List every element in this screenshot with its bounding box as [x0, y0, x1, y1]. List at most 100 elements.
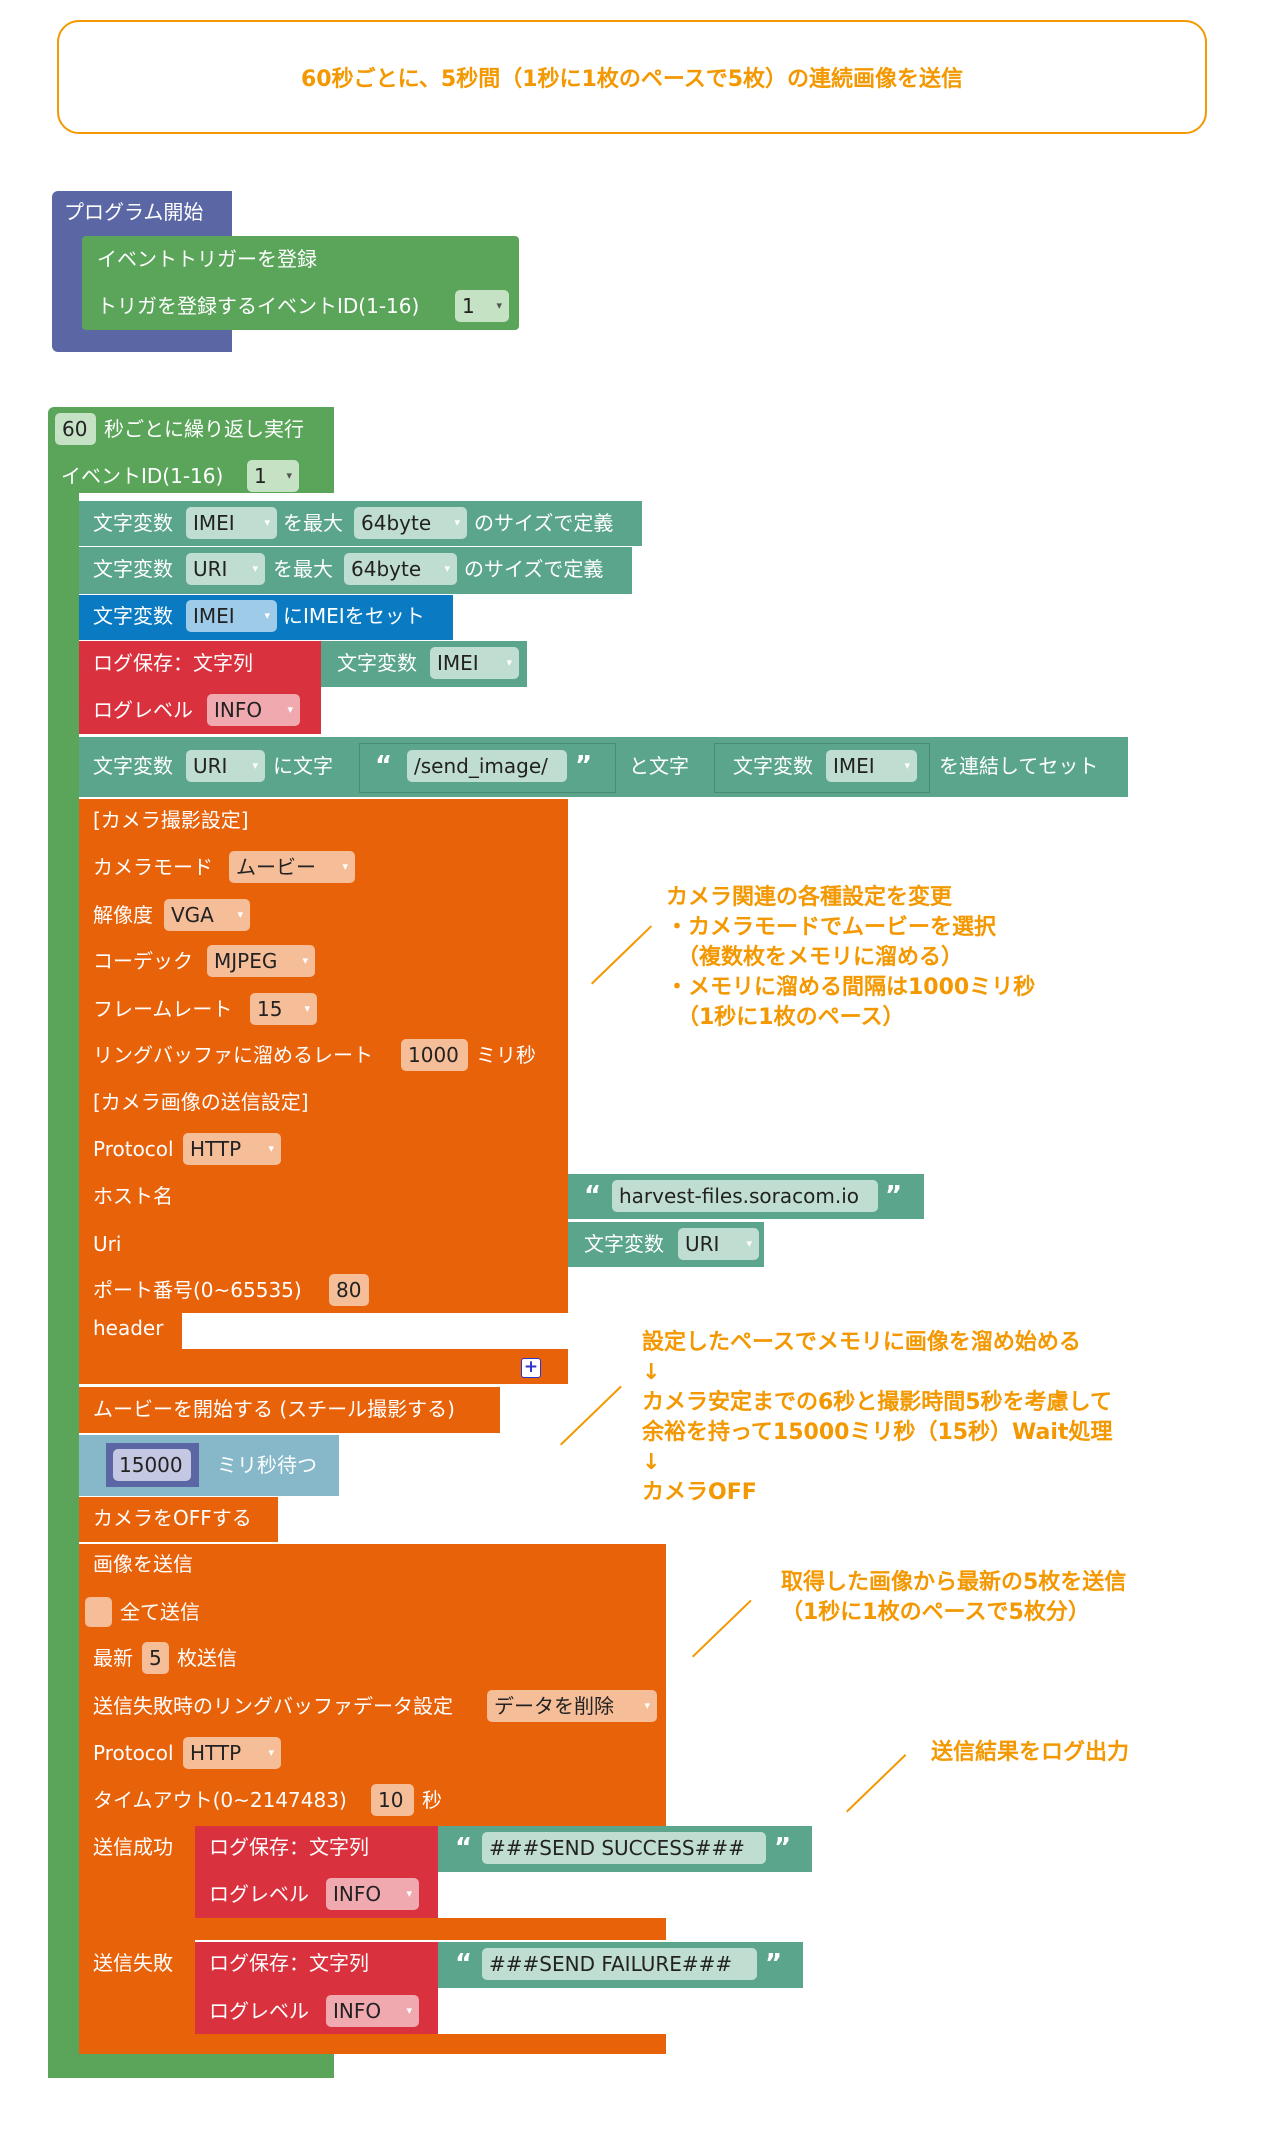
send-image-text-field[interactable]: /send_image/ [407, 750, 567, 782]
wait-ms-field[interactable]: 15000 [113, 1449, 191, 1481]
uri-label: Uri [93, 1232, 122, 1256]
header-label: header [93, 1316, 164, 1340]
concat-var-dropdown[interactable]: URI▾ [186, 750, 265, 782]
strvar-label: 文字変数 [93, 557, 173, 581]
trigger-event-id-dropdown[interactable]: 1▾ [455, 290, 509, 322]
ring-rate-label: リングバッファに溜めるレート [93, 1043, 373, 1067]
send-success-label: 送信成功 [93, 1835, 173, 1859]
latest-label: 最新 [93, 1646, 133, 1670]
sec-label: 秒 [422, 1788, 442, 1812]
timeout-field[interactable]: 10 [371, 1784, 414, 1816]
send-failure-label: 送信失敗 [93, 1951, 173, 1975]
log-level-label: ログレベル [93, 698, 193, 722]
send-image-block[interactable] [79, 1544, 666, 1826]
wait-note: 設定したペースでメモリに画像を溜め始める ↓ カメラ安定までの6秒と撮影時間5秒… [642, 1330, 1113, 1505]
uri-value-dropdown[interactable]: URI▾ [678, 1228, 759, 1260]
set-imei-var-dropdown[interactable]: IMEI▾ [186, 600, 277, 632]
title-text: 60秒ごとに、5秒間（1秒に1枚のペースで5枚）の連続画像を送信 [300, 67, 964, 92]
strvar-label: 文字変数 [584, 1232, 664, 1256]
failure-log-level-dropdown[interactable]: INFO▾ [326, 1995, 419, 2027]
send-protocol-label: Protocol [93, 1741, 174, 1765]
send-note-pointer [692, 1599, 752, 1658]
success-text-field[interactable]: ###SEND SUCCESS### [482, 1832, 766, 1864]
send-all-label: 全て送信 [120, 1600, 200, 1624]
trigger-event-label: トリガを登録するイベントID(1-16) [97, 294, 420, 318]
success-log-level-dropdown[interactable]: INFO▾ [326, 1878, 419, 1910]
send-all-checkbox[interactable] [85, 1597, 112, 1627]
send-section-label: [カメラ画像の送信設定] [93, 1090, 309, 1114]
open-quote-icon: “ [584, 1181, 602, 1211]
resolution-dropdown[interactable]: VGA▾ [164, 899, 250, 931]
send-image-label: 画像を送信 [93, 1552, 193, 1576]
imei-size-dropdown[interactable]: 64byte▾ [354, 507, 467, 539]
log-level-label: ログレベル [209, 1999, 309, 2023]
open-quote-icon: “ [455, 1833, 473, 1863]
timeout-label: タイムアウト(0~2147483) [93, 1788, 347, 1812]
with-text-label: に文字 [273, 754, 333, 778]
strvar-label: 文字変数 [337, 651, 417, 675]
failure-text-field[interactable]: ###SEND FAILURE### [482, 1948, 757, 1980]
max-label: を最大 [283, 511, 343, 535]
camera-off-block[interactable] [79, 1497, 278, 1542]
camera-settings-block[interactable] [79, 799, 568, 1313]
protocol-label: Protocol [93, 1137, 174, 1161]
fps-dropdown[interactable]: 15▾ [250, 993, 317, 1025]
movie-start-label: ムービーを開始する (スチール撮影する) [93, 1397, 455, 1421]
log-note: 送信結果をログ出力 [931, 1740, 1130, 1765]
concat-var2-dropdown[interactable]: IMEI▾ [826, 750, 917, 782]
host-field[interactable]: harvest-files.soracom.io [612, 1180, 878, 1212]
fail-ring-dropdown[interactable]: データを削除▾ [487, 1690, 657, 1722]
camera-off-label: カメラをOFFする [93, 1506, 252, 1530]
close-quote-icon: ” [765, 1949, 783, 1979]
max-label: を最大 [273, 557, 333, 581]
open-quote-icon: “ [455, 1949, 473, 1979]
log-level-dropdown[interactable]: INFO▾ [207, 694, 300, 726]
camera-mode-label: カメラモード [93, 855, 213, 879]
register-trigger-block[interactable] [82, 236, 519, 330]
header-input-slot[interactable] [182, 1313, 568, 1349]
log-save-label: ログ保存：文字列 [209, 1835, 369, 1859]
log-imei-var-dropdown[interactable]: IMEI▾ [430, 647, 519, 679]
register-trigger-label: イベントトリガーを登録 [97, 247, 317, 271]
log-level-label: ログレベル [209, 1882, 309, 1906]
latest-count-field[interactable]: 5 [142, 1642, 169, 1674]
loop-event-id-dropdown[interactable]: 1▾ [247, 460, 299, 492]
title-box: 60秒ごとに、5秒間（1秒に1枚のペースで5枚）の連続画像を送信 [57, 20, 1207, 134]
ms-label: ミリ秒 [476, 1043, 536, 1067]
host-label: ホスト名 [93, 1184, 173, 1208]
strvar-label: 文字変数 [93, 604, 173, 628]
loop-interval-field[interactable]: 60 [55, 413, 96, 445]
uri-size-dropdown[interactable]: 64byte▾ [344, 553, 457, 585]
imei-var-dropdown[interactable]: IMEI▾ [186, 507, 277, 539]
loop-interval-label: 秒ごとに繰り返し実行 [104, 417, 304, 441]
movie-start-block[interactable] [79, 1387, 500, 1433]
strvar-label: 文字変数 [93, 511, 173, 535]
set-imei-label: にIMEIをセット [283, 604, 425, 628]
log-note-pointer [846, 1754, 907, 1813]
camera-mode-dropdown[interactable]: ムービー▾ [229, 851, 355, 883]
uri-var-dropdown[interactable]: URI▾ [186, 553, 265, 585]
port-field[interactable]: 80 [329, 1274, 369, 1306]
strvar-label: 文字変数 [93, 754, 173, 778]
wait-note-pointer [560, 1385, 622, 1446]
and-text-label: と文字 [629, 754, 689, 778]
log-save-label: ログ保存：文字列 [209, 1951, 369, 1975]
close-quote-icon: ” [575, 751, 593, 781]
loop-event-label: イベントID(1-16) [61, 464, 224, 488]
protocol-dropdown[interactable]: HTTP▾ [183, 1133, 281, 1165]
ring-rate-field[interactable]: 1000 [401, 1039, 468, 1071]
size-def-label: のサイズで定義 [474, 511, 614, 535]
concat-end-label: を連結してセット [939, 754, 1099, 778]
send-note: 取得した画像から最新の5枚を送信 （1秒に1枚のペースで5枚分） [781, 1570, 1127, 1625]
log-save-label: ログ保存：文字列 [93, 651, 253, 675]
camera-settings-note: カメラ関連の各種設定を変更 ・カメラモードでムービーを選択 （複数枚をメモリに溜… [666, 885, 1036, 1030]
close-quote-icon: ” [885, 1181, 903, 1211]
plus-icon[interactable]: + [521, 1358, 541, 1378]
codec-dropdown[interactable]: MJPEG▾ [207, 945, 315, 977]
open-quote-icon: “ [375, 751, 393, 781]
send-protocol-dropdown[interactable]: HTTP▾ [183, 1737, 281, 1769]
fail-ring-label: 送信失敗時のリングバッファデータ設定 [93, 1694, 453, 1718]
fps-label: フレームレート [93, 997, 233, 1021]
camera-section-label: [カメラ撮影設定] [93, 808, 249, 832]
port-label: ポート番号(0~65535) [93, 1278, 302, 1302]
